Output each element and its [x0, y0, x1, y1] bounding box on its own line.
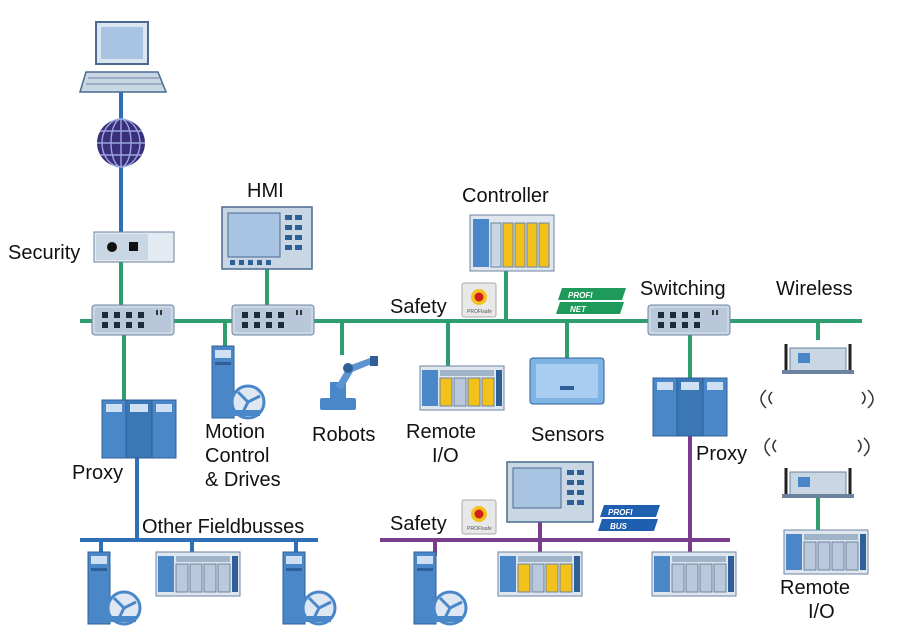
access-point-icon: [760, 342, 874, 409]
proxy-left-label: Proxy: [72, 462, 123, 484]
computer-icon: [78, 21, 168, 93]
motion-label-2: Control: [205, 445, 269, 467]
controller-label: Controller: [462, 185, 549, 207]
safety-label-top: Safety: [390, 296, 447, 318]
drive-icon: [412, 550, 468, 626]
controller-plc-icon: [469, 214, 555, 272]
drive-icon: [86, 550, 142, 626]
remote-io-icon: [419, 365, 505, 411]
remote-io-right-label-2: I/O: [808, 601, 835, 623]
svg-text:NET: NET: [570, 305, 587, 314]
motion-label-1: Motion: [205, 421, 265, 443]
network-switch-icon: [91, 304, 175, 336]
remote-io-icon: [783, 529, 869, 575]
proxy-right-label: Proxy: [696, 443, 747, 465]
remote-io-mid-label-1: Remote: [406, 421, 476, 443]
drive-icon: [210, 344, 266, 420]
svg-text:PROFI: PROFI: [608, 508, 633, 517]
remote-io-mid-label-2: I/O: [432, 445, 459, 467]
proxy-icon: [652, 377, 728, 437]
other-fieldbusses-label: Other Fieldbusses: [142, 516, 304, 538]
profisafe-icon: [461, 282, 497, 318]
remote-io-icon: [651, 551, 737, 597]
robot-arm-icon: [320, 356, 378, 410]
svg-text:BUS: BUS: [610, 522, 628, 531]
safety-label-bottom: Safety: [390, 513, 447, 535]
motion-label-3: & Drives: [205, 469, 281, 491]
remote-io-icon: [155, 551, 241, 597]
globe-icon: [97, 118, 145, 168]
security-label: Security: [8, 242, 80, 264]
profisafe-icon: [461, 499, 497, 535]
switching-label: Switching: [640, 278, 726, 300]
profinet-logo: PROFI NET: [556, 288, 626, 314]
sensor-icon: [529, 357, 605, 405]
wireless-label: Wireless: [776, 278, 853, 300]
network-switch-icon: [647, 304, 731, 336]
hmi-panel-icon: [506, 461, 594, 523]
proxy-icon: [101, 399, 177, 459]
hmi-label: HMI: [247, 180, 284, 202]
svg-text:PROFI: PROFI: [568, 291, 593, 300]
profibus-logo: PROFI BUS: [598, 505, 660, 531]
security-module-icon: [93, 231, 175, 263]
remote-io-icon: [497, 551, 583, 597]
robots-label: Robots: [312, 424, 375, 446]
hmi-panel-icon: [221, 206, 313, 270]
remote-io-right-label-1: Remote: [780, 577, 850, 599]
sensors-label: Sensors: [531, 424, 604, 446]
drive-icon: [281, 550, 337, 626]
access-point-icon: [764, 437, 870, 500]
network-switch-icon: [231, 304, 315, 336]
